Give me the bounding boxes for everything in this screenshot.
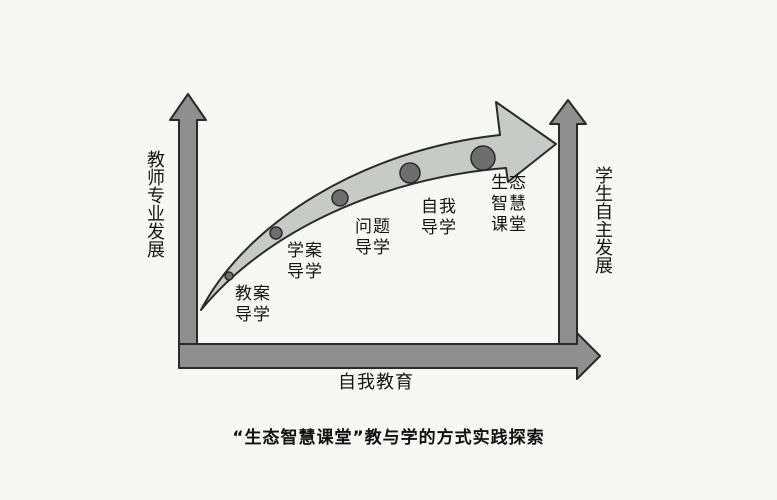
stage-dot-3 xyxy=(331,189,349,207)
stage-dot-4 xyxy=(399,162,421,184)
stage-label-3: 问题导学 xyxy=(355,217,391,258)
growth-band-arrow xyxy=(200,101,557,311)
left-axis-label: 教师专业发展 xyxy=(144,150,165,258)
stage-label-4: 自我导学 xyxy=(421,197,457,238)
figure-caption: “生态智慧课堂”教与学的方式实践探索 xyxy=(232,428,545,448)
bottom-axis-label: 自我教育 xyxy=(338,372,414,393)
bottom-axis-arrow xyxy=(178,332,601,380)
stage-dot-2 xyxy=(269,226,283,240)
stage-dot-1 xyxy=(224,271,234,281)
right-axis-label: 学生自主发展 xyxy=(592,166,613,274)
stage-label-1: 教案导学 xyxy=(235,284,271,325)
stage-dot-5 xyxy=(470,145,496,171)
left-axis-arrow xyxy=(169,93,207,345)
right-axis-arrow xyxy=(549,99,587,345)
stage-label-5: 生态智慧课堂 xyxy=(491,173,527,235)
stage-label-2: 学案导学 xyxy=(287,241,323,282)
